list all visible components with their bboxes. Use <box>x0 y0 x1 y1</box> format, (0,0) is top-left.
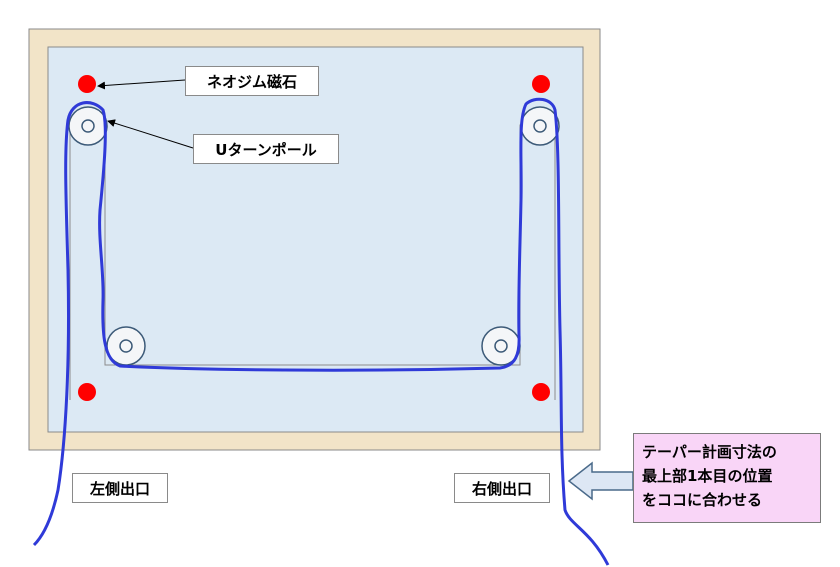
magnet-top-right <box>532 75 550 93</box>
cable-path <box>32 97 610 566</box>
magnet-top-left <box>78 75 96 93</box>
pole-leader-line <box>107 119 194 149</box>
magnet-bottom-left <box>78 383 96 401</box>
note-line-1: テーパー計画寸法の <box>642 443 777 461</box>
board <box>47 46 584 433</box>
note-arrow <box>567 461 634 501</box>
pole-top-right <box>520 106 560 146</box>
u-turn-pole-label: Uターンポール <box>193 134 339 164</box>
magnet-bottom-right <box>532 383 550 401</box>
note-box: テーパー計画寸法の 最上部1本目の位置 をココに合わせる <box>633 433 821 523</box>
note-line-2: 最上部1本目の位置 <box>642 467 773 485</box>
magnet-label: ネオジム磁石 <box>185 66 319 96</box>
left-exit-label: 左側出口 <box>72 473 168 503</box>
right-exit-label: 右側出口 <box>454 473 550 503</box>
magnet-leader-line <box>97 79 186 90</box>
pole-top-left <box>68 106 108 146</box>
note-line-3: をココに合わせる <box>642 491 763 509</box>
